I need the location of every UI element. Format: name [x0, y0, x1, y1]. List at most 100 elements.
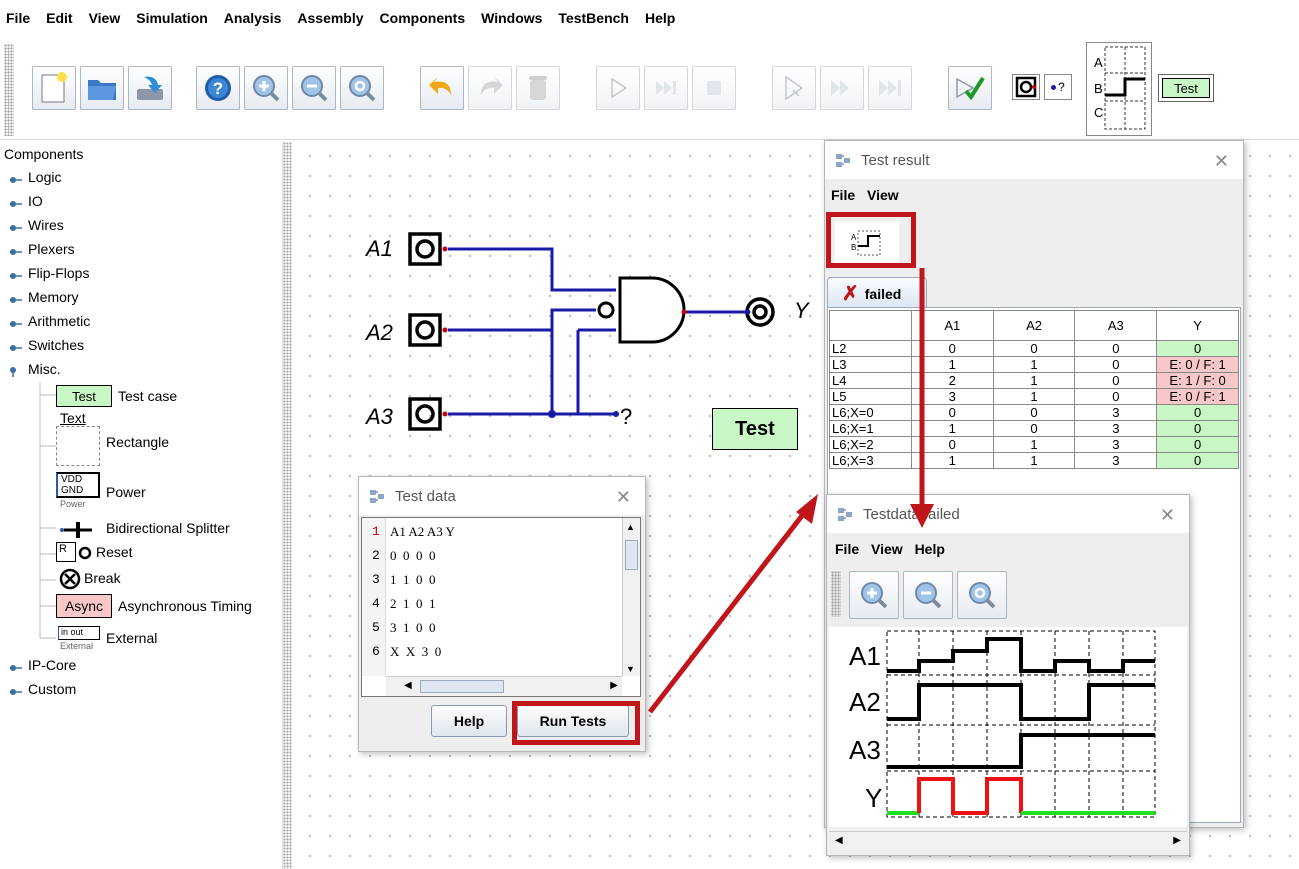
menu-testbench[interactable]: TestBench — [558, 10, 629, 26]
scroll-up-icon[interactable]: ▲ — [626, 522, 635, 532]
column-header[interactable]: A2 — [992, 310, 1076, 341]
scroll-thumb[interactable] — [625, 540, 638, 570]
scroll-right-icon[interactable]: ▶ — [610, 680, 618, 691]
tree-item-arithmetic[interactable]: Arithmetic — [8, 310, 90, 332]
zoom-fit-button[interactable] — [957, 571, 1007, 619]
tree-item-memory[interactable]: Memory — [8, 286, 79, 308]
toolbar-grip[interactable] — [4, 44, 14, 136]
close-icon[interactable]: ✕ — [1159, 505, 1175, 525]
menu-view[interactable]: View — [867, 187, 899, 203]
scroll-right-icon[interactable]: ▶ — [1173, 835, 1181, 846]
tree-item-plexers[interactable]: Plexers — [8, 238, 75, 260]
start-simulation-button[interactable] — [596, 66, 640, 110]
tree-item-wires[interactable]: Wires — [8, 214, 64, 236]
timing-diagram-panel[interactable]: A1 A2 A3 Y — [829, 627, 1187, 827]
menu-view[interactable]: View — [88, 10, 121, 26]
test-result-titlebar[interactable]: Test result — [825, 141, 1243, 179]
column-header[interactable]: Y — [1156, 310, 1239, 341]
scroll-down-icon[interactable]: ▼ — [626, 664, 635, 674]
horizontal-scrollbar[interactable]: ◀ ▶ — [386, 676, 622, 696]
horizontal-scrollbar[interactable]: ◀ ▶ — [829, 831, 1187, 851]
test-case-component[interactable]: Test — [712, 408, 798, 450]
scroll-left-icon[interactable]: ◀ — [835, 835, 843, 846]
menu-components[interactable]: Components — [379, 10, 466, 26]
test-case-component-button[interactable]: Test — [1158, 74, 1214, 102]
menu-windows[interactable]: Windows — [481, 10, 543, 26]
zoom-out-button[interactable] — [903, 571, 953, 619]
analysis-button[interactable] — [948, 66, 992, 110]
menu-view[interactable]: View — [871, 541, 903, 557]
scroll-thumb[interactable] — [420, 680, 504, 693]
scroll-left-icon[interactable]: ◀ — [404, 680, 412, 691]
help-button[interactable]: ? — [196, 66, 240, 110]
tree-item-reset[interactable]: Reset — [96, 544, 133, 560]
menu-file[interactable]: File — [6, 10, 31, 26]
new-button[interactable] — [32, 66, 76, 110]
menu-analysis[interactable]: Analysis — [223, 10, 282, 26]
test-data-editor[interactable]: 1 2 3 4 5 6 A1 A2 A3 Y 0 0 0 0 1 1 0 0 2… — [361, 517, 641, 697]
tree-item-bidirectional-splitter[interactable]: Bidirectional Splitter — [106, 520, 230, 536]
zoom-fit-button[interactable] — [340, 66, 384, 110]
save-button[interactable] — [128, 66, 172, 110]
run-tests-button[interactable]: Run Tests — [517, 705, 629, 737]
tree-item-text[interactable]: Text — [60, 410, 86, 426]
timing-window-titlebar[interactable]: Testdata failed — [827, 495, 1189, 533]
menu-help[interactable]: Help — [644, 10, 676, 26]
micro-step-button[interactable] — [772, 66, 816, 110]
column-header[interactable] — [829, 310, 912, 341]
column-header[interactable]: A3 — [1074, 310, 1158, 341]
menu-edit[interactable]: Edit — [46, 10, 73, 26]
menu-file[interactable]: File — [835, 541, 860, 557]
step-simulation-button[interactable] — [644, 66, 688, 110]
timing-diagram-button[interactable]: A B C — [1086, 42, 1152, 136]
close-icon[interactable]: ✕ — [1213, 151, 1229, 171]
tab-failed[interactable]: ✗ failed — [827, 277, 927, 309]
toolbar-grip[interactable] — [831, 571, 841, 617]
tree-item-misc[interactable]: Misc. — [8, 358, 61, 380]
tree-item-rectangle[interactable]: Rectangle — [106, 434, 170, 450]
test-data-titlebar[interactable]: Test data — [359, 477, 645, 515]
redo-button[interactable] — [468, 66, 512, 110]
menu-file[interactable]: File — [831, 187, 856, 203]
menu-help[interactable]: Help — [914, 541, 945, 557]
input-component-button[interactable] — [1012, 74, 1040, 100]
zoom-in-button[interactable] — [849, 571, 899, 619]
menu-assembly[interactable]: Assembly — [297, 10, 364, 26]
vertical-scrollbar[interactable]: ▲ ▼ — [622, 518, 640, 676]
tree-item-ip-core[interactable]: IP-Core — [8, 654, 76, 676]
probe-component-button[interactable]: ? — [1044, 74, 1072, 100]
tree-item-power[interactable]: Power — [106, 484, 146, 500]
tree-item-custom[interactable]: Custom — [8, 678, 76, 700]
help-button[interactable]: Help — [431, 705, 507, 737]
column-header[interactable]: A1 — [910, 310, 994, 341]
run-to-break-micro-button[interactable] — [868, 66, 912, 110]
tree-item-break[interactable]: Break — [84, 570, 121, 586]
panel-splitter[interactable] — [282, 142, 292, 869]
menu-simulation[interactable]: Simulation — [136, 10, 208, 26]
close-icon[interactable]: ✕ — [615, 487, 631, 507]
component-tree-root[interactable]: Components — [4, 146, 84, 162]
tree-item-external[interactable]: External — [106, 630, 158, 646]
run-to-break-button[interactable] — [820, 66, 864, 110]
tree-item-flip-flops[interactable]: Flip-Flops — [8, 262, 89, 284]
tree-item-switches[interactable]: Switches — [8, 334, 84, 356]
zoom-out-button[interactable] — [292, 66, 336, 110]
zoom-in-button[interactable] — [244, 66, 288, 110]
tree-item-io[interactable]: IO — [8, 190, 43, 212]
tree-item-test-case[interactable]: Test Test case — [56, 384, 177, 408]
stop-simulation-button[interactable] — [692, 66, 736, 110]
delete-button[interactable] — [516, 66, 560, 110]
tree-item-asynchronous-timing[interactable]: Asynchronous Timing — [118, 598, 252, 614]
open-button[interactable] — [80, 66, 124, 110]
tree-item-logic[interactable]: Logic — [8, 166, 61, 188]
undo-button[interactable] — [420, 66, 464, 110]
